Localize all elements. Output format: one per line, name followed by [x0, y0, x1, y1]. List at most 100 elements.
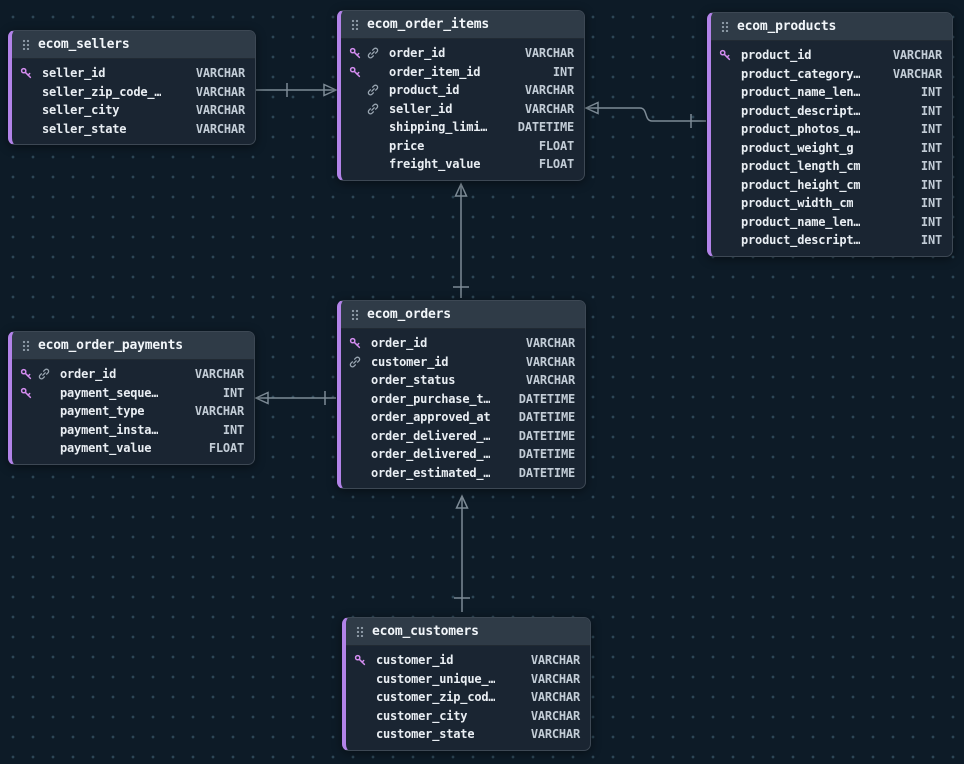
field-type: VARCHAR — [195, 121, 245, 136]
field-row[interactable]: product_descript… INT — [711, 231, 952, 250]
table-ecom_order_payments[interactable]: ecom_order_payments order_id VARCHAR pay… — [8, 331, 255, 465]
field-name: product_weight_g — [741, 140, 854, 155]
primary-key-icon — [349, 66, 367, 78]
table-header[interactable]: ecom_sellers — [12, 31, 255, 59]
field-name: product_name_len… — [741, 214, 861, 229]
field-type: INT — [920, 233, 942, 248]
drag-handle-icon[interactable] — [721, 21, 729, 32]
drag-handle-icon[interactable] — [356, 626, 364, 637]
field-row[interactable]: order_id VARCHAR — [12, 365, 254, 384]
table-name: ecom_order_items — [367, 17, 490, 32]
table-ecom_customers[interactable]: ecom_customers customer_id VARCHAR custo… — [342, 617, 591, 751]
drag-handle-icon[interactable] — [22, 340, 30, 351]
relationship-ecom_customers-ecom_orders[interactable] — [454, 494, 470, 612]
relationship-line[interactable] — [586, 107, 706, 122]
field-row[interactable]: payment_insta… INT — [12, 421, 254, 440]
field-row[interactable]: customer_zip_cod… VARCHAR — [346, 688, 590, 707]
drag-handle-icon[interactable] — [351, 19, 359, 30]
field-row[interactable]: customer_id VARCHAR — [341, 353, 585, 372]
field-row[interactable]: product_width_cm INT — [711, 194, 952, 213]
field-row[interactable]: order_estimated_… DATETIME — [341, 464, 585, 483]
table-ecom_order_items[interactable]: ecom_order_items order_id VARCHAR order_… — [337, 10, 585, 181]
field-row[interactable]: seller_id VARCHAR — [12, 64, 255, 83]
field-row[interactable]: payment_seque… INT — [12, 384, 254, 403]
field-row[interactable]: order_approved_at DATETIME — [341, 408, 585, 427]
field-row[interactable]: product_length_cm INT — [711, 157, 952, 176]
drag-handle-icon[interactable] — [22, 39, 30, 50]
table-ecom_products[interactable]: ecom_products product_id VARCHAR product… — [707, 12, 953, 257]
field-name: seller_city — [42, 103, 120, 118]
table-ecom_sellers[interactable]: ecom_sellers seller_id VARCHAR seller_zi… — [8, 30, 256, 145]
field-row[interactable]: payment_value FLOAT — [12, 439, 254, 458]
field-row[interactable]: payment_type VARCHAR — [12, 402, 254, 421]
field-row[interactable]: product_name_len… INT — [711, 83, 952, 102]
field-row[interactable]: customer_id VARCHAR — [346, 651, 590, 670]
field-type: INT — [920, 140, 942, 155]
field-type: VARCHAR — [530, 727, 580, 742]
field-row[interactable]: price FLOAT — [341, 137, 584, 156]
field-row[interactable]: order_item_id INT — [341, 63, 584, 82]
relationship-ecom_sellers-ecom_order_items[interactable] — [256, 83, 338, 97]
field-type: VARCHAR — [524, 83, 574, 98]
field-type: VARCHAR — [530, 690, 580, 705]
field-row[interactable]: customer_unique_… VARCHAR — [346, 670, 590, 689]
field-name: freight_value — [389, 157, 481, 172]
field-icons — [20, 387, 56, 399]
table-body: order_id VARCHAR payment_seque… INT paym… — [12, 360, 254, 464]
field-row[interactable]: seller_id VARCHAR — [341, 100, 584, 119]
field-row[interactable]: customer_city VARCHAR — [346, 707, 590, 726]
field-row[interactable]: order_id VARCHAR — [341, 334, 585, 353]
field-icons — [719, 49, 737, 61]
table-header[interactable]: ecom_products — [711, 13, 952, 41]
field-row[interactable]: product_id VARCHAR — [711, 46, 952, 65]
table-header[interactable]: ecom_order_items — [341, 11, 584, 39]
field-row[interactable]: order_delivered_… DATETIME — [341, 427, 585, 446]
field-row[interactable]: order_id VARCHAR — [341, 44, 584, 63]
field-row[interactable]: product_id VARCHAR — [341, 81, 584, 100]
relationship-ecom_orders-ecom_order_items[interactable] — [453, 182, 469, 298]
drag-handle-icon[interactable] — [351, 309, 359, 320]
field-row[interactable]: product_category… VARCHAR — [711, 65, 952, 84]
field-type: VARCHAR — [525, 336, 575, 351]
field-name: order_status — [371, 373, 456, 388]
field-type: DATETIME — [518, 410, 575, 425]
field-row[interactable]: order_purchase_t… DATETIME — [341, 390, 585, 409]
primary-key-icon — [20, 368, 38, 380]
field-row[interactable]: product_photos_q… INT — [711, 120, 952, 139]
field-type: VARCHAR — [195, 84, 245, 99]
field-row[interactable]: seller_zip_code_… VARCHAR — [12, 83, 255, 102]
relationship-ecom_orders-ecom_order_payments[interactable] — [254, 391, 336, 405]
field-name: product_width_cm — [741, 196, 854, 211]
field-name: order_id — [371, 336, 428, 351]
field-name: seller_id — [389, 101, 453, 116]
table-header[interactable]: ecom_customers — [346, 618, 590, 646]
field-row[interactable]: product_weight_g INT — [711, 139, 952, 158]
field-name: payment_type — [60, 404, 145, 419]
field-row[interactable]: product_name_len… INT — [711, 213, 952, 232]
table-header[interactable]: ecom_order_payments — [12, 332, 254, 360]
field-row[interactable]: product_height_cm INT — [711, 176, 952, 195]
field-name: order_id — [389, 46, 446, 61]
field-row[interactable]: shipping_limi… DATETIME — [341, 118, 584, 137]
many-side-arrow-marker — [254, 391, 269, 405]
field-row[interactable]: seller_state VARCHAR — [12, 120, 255, 139]
field-row[interactable]: order_status VARCHAR — [341, 371, 585, 390]
field-name: customer_id — [376, 653, 454, 668]
relationship-ecom_products-ecom_order_items[interactable] — [584, 101, 706, 129]
table-body: customer_id VARCHAR customer_unique_… VA… — [346, 646, 590, 750]
field-name: customer_id — [371, 354, 449, 369]
field-name: shipping_limi… — [389, 120, 488, 135]
field-type: VARCHAR — [530, 671, 580, 686]
field-name: seller_id — [42, 66, 106, 81]
field-row[interactable]: customer_state VARCHAR — [346, 725, 590, 744]
table-header[interactable]: ecom_orders — [341, 301, 585, 329]
field-row[interactable]: seller_city VARCHAR — [12, 101, 255, 120]
field-name: payment_seque… — [60, 385, 159, 400]
field-row[interactable]: order_delivered_… DATETIME — [341, 445, 585, 464]
table-ecom_orders[interactable]: ecom_orders order_id VARCHAR customer_id… — [337, 300, 586, 489]
field-type: VARCHAR — [892, 48, 942, 63]
field-row[interactable]: freight_value FLOAT — [341, 155, 584, 174]
field-row[interactable]: product_descript… INT — [711, 102, 952, 121]
field-type: FLOAT — [208, 441, 244, 456]
